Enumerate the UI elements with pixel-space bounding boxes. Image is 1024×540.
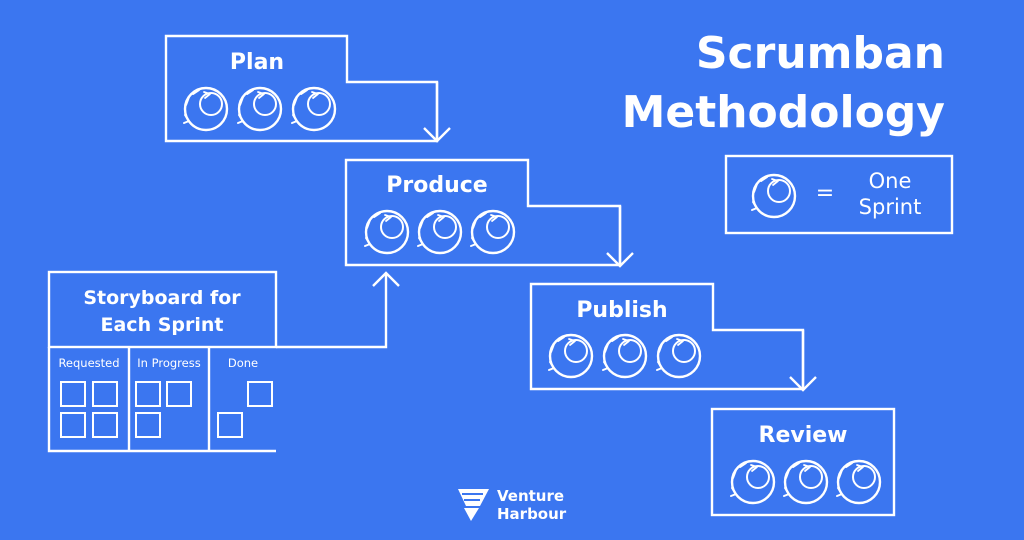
task-card: [60, 381, 86, 407]
task-card: [217, 412, 243, 438]
legend: = One Sprint: [724, 154, 954, 235]
storyboard-column-requested: Requested: [58, 356, 119, 370]
storyboard-cards-done: [217, 381, 273, 438]
arrow-head: [372, 271, 400, 287]
task-card: [135, 381, 161, 407]
sprint-icon: [601, 333, 648, 379]
legend-equals: =: [816, 181, 834, 206]
stage-review-box: [710, 407, 896, 517]
task-card: [92, 381, 118, 407]
storyboard-title-line1: Storyboard for: [83, 287, 241, 309]
task-card: [247, 381, 273, 407]
stage-plan: Plan: [164, 34, 439, 143]
storyboard-title-box: [47, 270, 278, 349]
legend-label-line1: One: [869, 169, 912, 193]
storyboard-frame: [47, 347, 276, 453]
sprint-icon: [655, 333, 702, 379]
storyboard: Storyboard for Each Sprint Requested In …: [47, 270, 278, 453]
sprint-icon: [469, 209, 516, 255]
title-line1: Scrumban: [696, 28, 945, 79]
title-line2: Methodology: [622, 87, 945, 138]
legend-label-line2: Sprint: [859, 195, 922, 219]
storyboard-column-dividers: [127, 347, 211, 451]
venture-harbour-logo-icon: [458, 489, 489, 521]
stage-plan-label: Plan: [230, 50, 284, 75]
arrow-plan-to-produce: [423, 82, 451, 143]
task-card: [60, 412, 86, 438]
sprint-cycle-icon: [750, 173, 797, 219]
task-card: [166, 381, 192, 407]
task-card: [92, 412, 118, 438]
legend-box: [724, 154, 954, 235]
venture-harbour-logo: Venture Harbour: [458, 487, 567, 523]
storyboard-title-line2: Each Sprint: [101, 314, 224, 336]
stage-review-label: Review: [759, 423, 848, 448]
stage-publish-label: Publish: [576, 298, 667, 323]
sprint-icon: [729, 459, 776, 505]
storyboard-cards-in-progress: [135, 381, 192, 438]
storyboard-column-in-progress: In Progress: [137, 356, 200, 370]
sprint-icon: [835, 459, 882, 505]
arrow-head: [606, 252, 634, 268]
sprint-icon: [363, 209, 410, 255]
stage-produce-label: Produce: [386, 173, 487, 198]
sprint-icon: [290, 86, 337, 132]
arrow-head: [423, 127, 451, 143]
sprint-icon: [782, 459, 829, 505]
storyboard-cards-requested: [60, 381, 118, 438]
stage-review: Review: [710, 407, 896, 517]
sprint-icon: [547, 333, 594, 379]
storyboard-column-done: Done: [228, 356, 258, 370]
logo-line1: Venture: [497, 487, 564, 505]
arrow-head: [789, 376, 817, 392]
sprint-icon: [182, 86, 229, 132]
sprint-icon: [236, 86, 283, 132]
arrow-produce-to-publish: [606, 206, 634, 268]
arrow-publish-to-review: [789, 330, 817, 392]
arrow-storyboard-to-produce: [276, 271, 400, 349]
stage-produce: Produce: [344, 158, 622, 267]
logo-line2: Harbour: [497, 505, 567, 523]
sprint-icon: [416, 209, 463, 255]
stage-publish: Publish: [529, 282, 805, 391]
task-card: [135, 412, 161, 438]
